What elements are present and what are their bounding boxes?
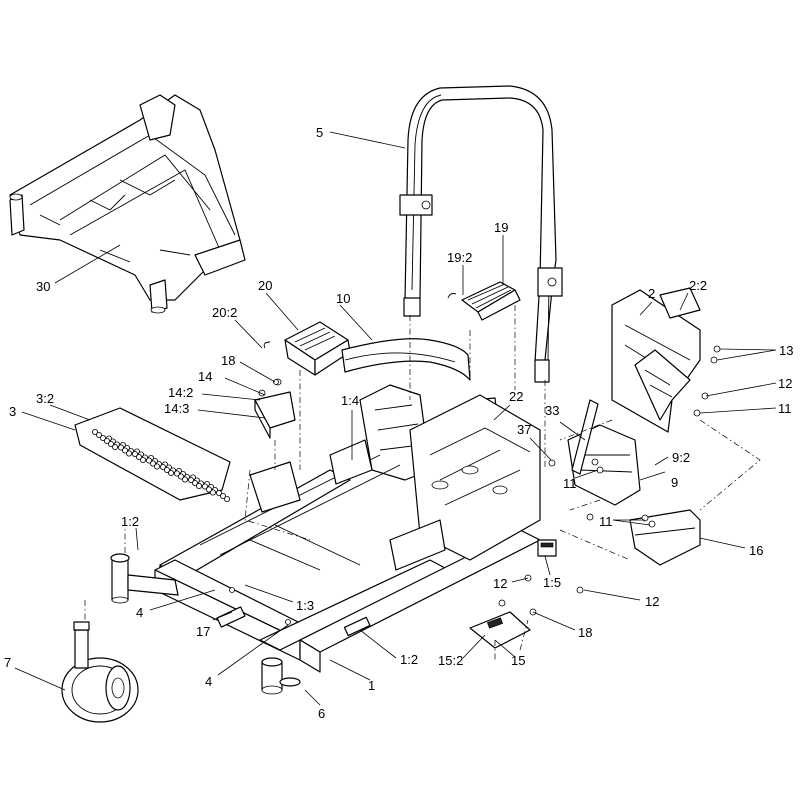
callout-10: 10 (336, 291, 350, 306)
callout-1-4: 1:4 (341, 393, 359, 408)
step-plate-hole (219, 492, 226, 499)
step-plate-hole (139, 456, 146, 463)
step-plate-hole (100, 434, 107, 441)
callout-3-2: 3:2 (36, 391, 54, 406)
step-plate-hole (135, 453, 142, 460)
step-plate-3 (74, 407, 231, 502)
callout-9-2: 9:2 (672, 450, 690, 465)
step-plate-hole (108, 440, 115, 447)
callout-17: 17 (196, 624, 210, 639)
callout-4a: 4 (136, 605, 143, 620)
callout-11b: 11 (563, 476, 577, 491)
step-plate-hole (167, 469, 174, 476)
step-plate-hole (131, 450, 138, 457)
callout-15: 15 (511, 653, 525, 668)
frame-inset-30 (9, 94, 246, 314)
step-plate-hole (201, 483, 208, 490)
step-plate-hole (159, 463, 166, 470)
callout-22: 22 (509, 389, 523, 404)
step-plate-hole (104, 437, 111, 444)
step-plate-hole (145, 457, 152, 464)
callout-37: 37 (517, 422, 531, 437)
step-plate-hole (209, 489, 216, 496)
step-plate-hole (191, 479, 198, 486)
callout-12c: 12 (645, 594, 659, 609)
step-plate-hole (173, 470, 180, 477)
callout-1: 1 (368, 678, 375, 693)
cover-16 (629, 509, 701, 566)
rear-panel-2 (611, 287, 701, 433)
bracket-14 (254, 378, 296, 439)
callout-14: 14 (198, 369, 212, 384)
hardware (229, 345, 721, 625)
callout-33: 33 (545, 403, 559, 418)
callout-20: 20 (258, 278, 272, 293)
callout-20-2: 20:2 (212, 305, 237, 320)
step-plate-hole (112, 443, 119, 450)
step-plate-hole (163, 466, 170, 473)
strut-33 (571, 399, 599, 475)
roll-bar-5 (399, 85, 563, 383)
callout-4b: 4 (205, 674, 212, 689)
step-plate-hole (126, 450, 133, 457)
alignment-lines (84, 305, 761, 660)
bracket-20 (263, 321, 351, 376)
callout-6: 6 (318, 706, 325, 721)
callout-14-2: 14:2 (168, 385, 193, 400)
leader-lines (14, 131, 777, 706)
callout-30: 30 (36, 279, 50, 294)
callout-13: 13 (779, 343, 793, 358)
callout-2-2: 2:2 (689, 278, 707, 293)
step-plate-hole (96, 431, 103, 438)
callout-3: 3 (9, 404, 16, 419)
step-plate-hole (215, 489, 222, 496)
callout-18b: 18 (578, 625, 592, 640)
callout-15-2: 15:2 (438, 653, 463, 668)
step-plate-hole (223, 495, 230, 502)
callout-19: 19 (494, 220, 508, 235)
callout-9: 9 (671, 475, 678, 490)
callout-19-2: 19:2 (447, 250, 472, 265)
step-plate-hole (149, 460, 156, 467)
step-plate-hole (118, 444, 125, 451)
callout-11a: 11 (778, 401, 792, 416)
callout-14-3: 14:3 (164, 401, 189, 416)
callout-1-3: 1:3 (296, 598, 314, 613)
callout-18a: 18 (221, 353, 235, 368)
callout-1-5: 1:5 (543, 575, 561, 590)
callout-1-2a: 1:2 (121, 514, 139, 529)
step-plate-hole (122, 447, 129, 454)
step-plate-hole (195, 482, 202, 489)
caster-wheel-7 (61, 621, 139, 723)
step-plate-hole (177, 473, 184, 480)
step-plate-hole (205, 486, 212, 493)
callout-11c: 11 (599, 514, 613, 529)
step-plate-hole (187, 476, 194, 483)
bracket-19 (447, 281, 521, 321)
callout-1-2b: 1:2 (400, 652, 418, 667)
main-frame-1 (110, 384, 541, 695)
callout-12b: 12 (493, 576, 507, 591)
step-plate-hole (153, 463, 160, 470)
callout-12a: 12 (778, 376, 792, 391)
step-plate-hole (92, 428, 99, 435)
callout-7: 7 (4, 655, 11, 670)
callout-labels: 5 30 19 19:2 20 20:2 10 2 2:2 13 18 14 1… (4, 125, 793, 721)
callout-16: 16 (749, 543, 763, 558)
callout-2: 2 (648, 286, 655, 301)
plate-15 (469, 611, 531, 649)
trim-10 (341, 338, 471, 381)
step-plate-hole (181, 476, 188, 483)
decal-1-5 (537, 539, 557, 557)
callout-5: 5 (316, 125, 323, 140)
